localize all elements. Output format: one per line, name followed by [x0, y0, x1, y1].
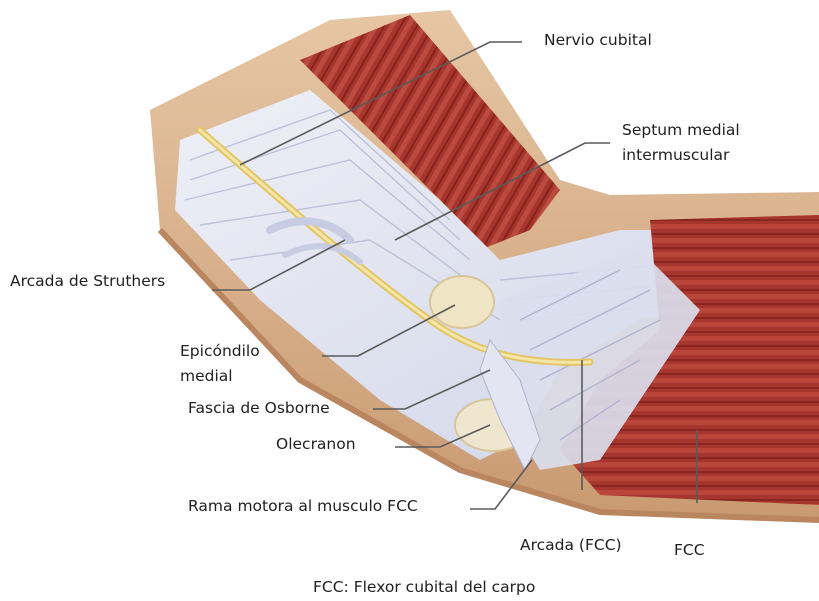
label-nervio-cubital: Nervio cubital: [544, 30, 652, 51]
label-fcc: FCC: [674, 540, 705, 561]
medial-epicondyle: [430, 276, 494, 328]
label-olecranon: Olecranon: [276, 434, 356, 455]
label-septum-line1: Septum medial: [622, 120, 740, 141]
caption: FCC: Flexor cubital del carpo: [313, 577, 535, 598]
label-epicondilo-line1: Epicóndilo: [180, 341, 260, 362]
label-arcada-fcc: Arcada (FCC): [520, 535, 622, 556]
label-septum-line2: intermuscular: [622, 145, 729, 166]
label-fascia-osborne: Fascia de Osborne: [188, 398, 330, 419]
label-arcada-struthers: Arcada de Struthers: [10, 271, 165, 292]
label-epicondilo-line2: medial: [180, 366, 233, 387]
label-rama-motora: Rama motora al musculo FCC: [188, 496, 418, 517]
